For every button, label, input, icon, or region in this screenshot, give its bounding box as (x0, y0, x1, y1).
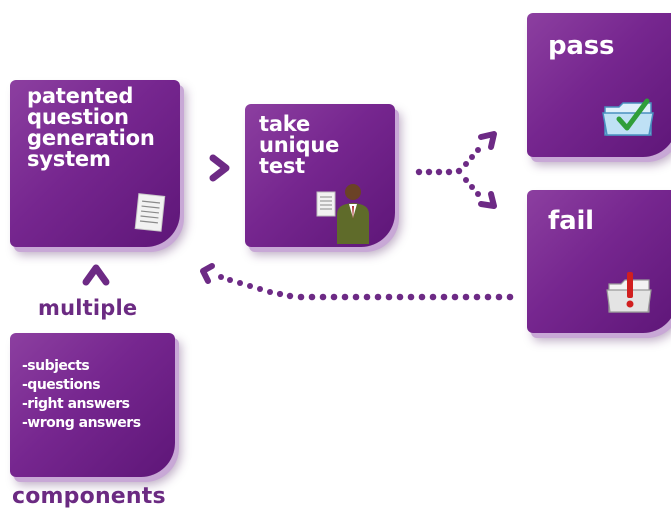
right-arrow-chevron (209, 154, 230, 182)
fail-title: fail (548, 206, 594, 236)
split-arrow-down-chevron (478, 191, 497, 209)
multiple-caption: multiple (38, 296, 138, 320)
split-connector-dots (415, 147, 481, 197)
folder-exclamation-icon (606, 272, 652, 313)
return-arrow-chevron (200, 263, 215, 284)
components-list: -subjects -questions -right answers -wro… (22, 357, 141, 433)
take-unique-test-title: take unique test (259, 112, 340, 178)
components-caption: components (12, 484, 166, 509)
components-box: -subjects -questions -right answers -wro… (10, 333, 175, 477)
up-arrow-chevron (82, 264, 110, 286)
list-item: -subjects (22, 358, 90, 374)
fail-box: fail (527, 190, 671, 333)
person-with-document-icon (316, 184, 369, 244)
list-item: -right answers (22, 396, 130, 412)
split-arrow-up-chevron (478, 131, 497, 150)
folder-checkmark-icon (602, 98, 654, 136)
return-connector-dots (218, 274, 514, 301)
list-item: -wrong answers (22, 415, 141, 431)
document-icon (134, 193, 166, 232)
pass-title: pass (548, 31, 615, 61)
question-generation-title: patented question generation system (27, 84, 155, 171)
take-unique-test-box: take unique test (245, 104, 395, 247)
list-item: -questions (22, 377, 101, 393)
question-generation-box: patented question generation system (10, 80, 180, 247)
pass-box: pass (527, 13, 671, 157)
